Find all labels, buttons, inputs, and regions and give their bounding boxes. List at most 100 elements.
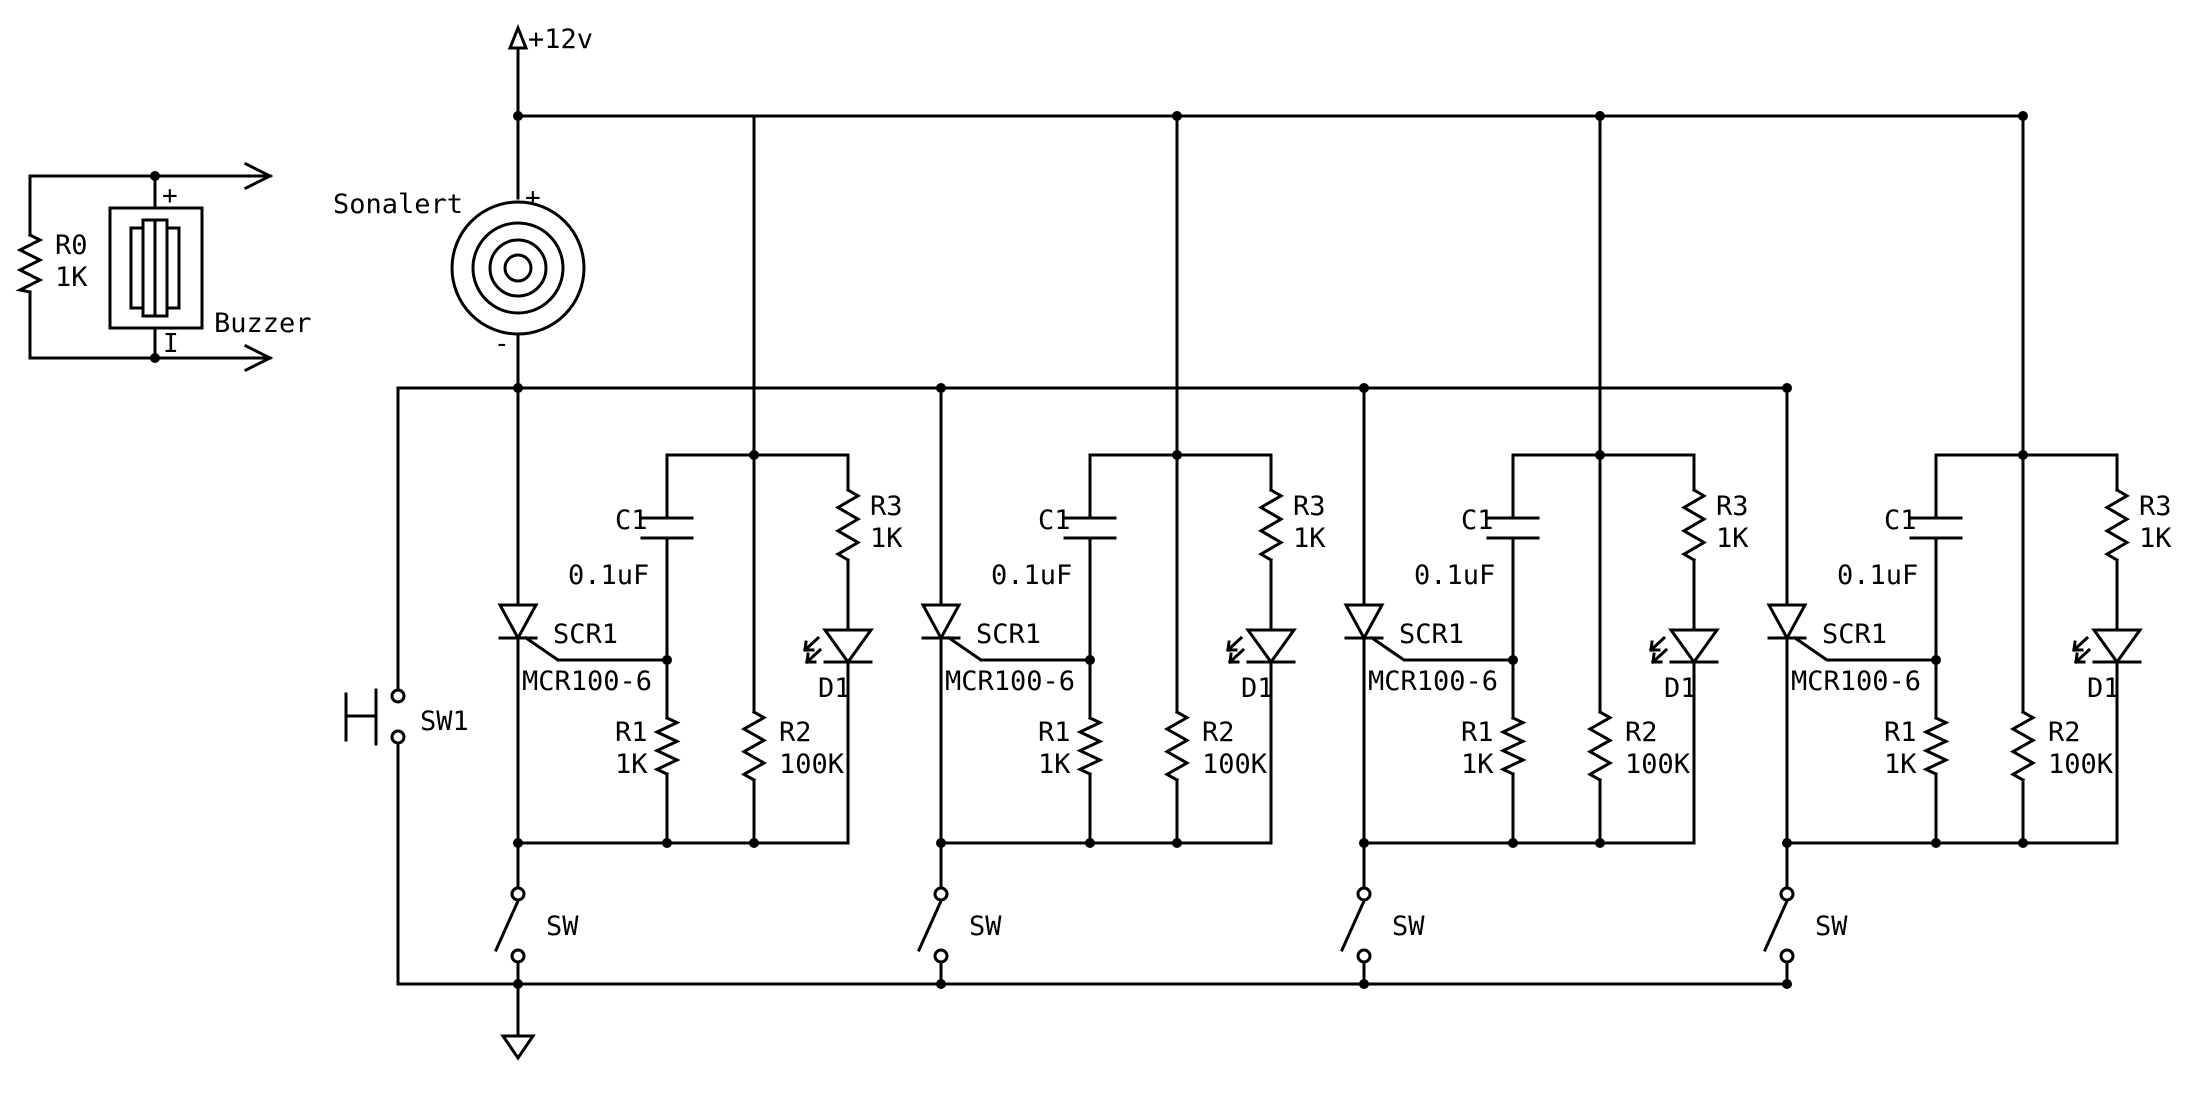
junction-dot — [2018, 838, 2028, 848]
led-name-label: D1 — [818, 673, 851, 704]
junction-dot — [1782, 979, 1792, 989]
r3-name-label: R3 — [1293, 491, 1326, 522]
ground-icon — [500, 1034, 536, 1061]
r1-name-label: R1 — [1884, 717, 1917, 748]
sw-name-label: SW — [1815, 911, 1848, 942]
resistor-icon — [2009, 709, 2037, 783]
pushbutton-icon — [344, 688, 378, 746]
junction-dot — [1359, 979, 1369, 989]
supply-label: +12v — [528, 24, 593, 55]
scr-part-label: MCR100-6 — [945, 666, 1075, 697]
resistor-icon — [15, 232, 44, 294]
c1-name-label: C1 — [1461, 505, 1494, 536]
scr-stages: SCR1MCR100-6C10.1uFR11KR2100KR31KD1SWSCR… — [494, 111, 2172, 989]
switch-terminal — [1356, 948, 1372, 964]
c1-name-label: C1 — [1884, 505, 1917, 536]
switch-terminal — [1779, 886, 1795, 902]
r2-name-label: R2 — [2048, 717, 2081, 748]
resistor-icon — [1163, 709, 1191, 783]
r2-name-label: R2 — [1202, 717, 1235, 748]
r2-name-label: R2 — [1625, 717, 1658, 748]
buzzer-label: Buzzer — [214, 308, 312, 339]
scr-icon — [1766, 603, 1808, 642]
led-name-label: D1 — [2087, 673, 2120, 704]
resistor-icon — [653, 716, 681, 776]
r2-name-label: R2 — [779, 717, 812, 748]
sonalert-label: Sonalert — [333, 189, 463, 220]
capacitor-icon — [1909, 516, 1963, 540]
resistor-icon — [740, 709, 768, 783]
scr-name-label: SCR1 — [976, 619, 1041, 650]
main-circuit: +12v Sonalert + - SW1 — [333, 23, 2024, 1061]
r3-value-label: 1K — [1716, 523, 1749, 554]
capacitor-icon — [1486, 516, 1540, 540]
switch-terminal — [1779, 948, 1795, 964]
r1-value-label: 1K — [1038, 749, 1071, 780]
r1-name-label: R1 — [615, 717, 648, 748]
scr-part-label: MCR100-6 — [1791, 666, 1921, 697]
junction-dot — [1085, 838, 1095, 848]
buzzer-minus-mark: I — [163, 329, 179, 359]
junction-dot — [1595, 111, 1605, 121]
r1-value-label: 1K — [1461, 749, 1494, 780]
sw-name-label: SW — [1392, 911, 1425, 942]
c1-value-label: 0.1uF — [568, 560, 649, 591]
capacitor-icon — [1063, 516, 1117, 540]
scr-icon — [497, 603, 539, 642]
wire — [523, 635, 669, 662]
wire — [946, 635, 1092, 662]
wire — [1792, 635, 1938, 662]
resistor-icon — [1076, 716, 1104, 776]
r3-name-label: R3 — [870, 491, 903, 522]
r3-value-label: 1K — [870, 523, 903, 554]
r2-value-label: 100K — [779, 749, 845, 780]
switch-terminal — [1356, 886, 1372, 902]
c1-value-label: 0.1uF — [1837, 560, 1918, 591]
resistor-icon — [1681, 487, 1707, 563]
switch-icon — [917, 899, 943, 952]
c1-value-label: 0.1uF — [991, 560, 1072, 591]
resistor-icon — [1586, 709, 1614, 783]
junction-dot — [749, 838, 759, 848]
resistor-icon — [1922, 716, 1950, 776]
scr-name-label: SCR1 — [1822, 619, 1887, 650]
junction-dot — [1782, 383, 1792, 393]
r2-value-label: 100K — [1625, 749, 1691, 780]
junction-dot — [1931, 838, 1941, 848]
buzzer-inset: R0 1K + I Buzzer — [15, 161, 312, 373]
r2-value-label: 100K — [2048, 749, 2114, 780]
r3-value-label: 1K — [2139, 523, 2172, 554]
r3-name-label: R3 — [1716, 491, 1749, 522]
junction-dot — [1172, 111, 1182, 121]
scr-part-label: MCR100-6 — [522, 666, 652, 697]
led-name-label: D1 — [1664, 673, 1697, 704]
resistor-icon — [1499, 716, 1527, 776]
r1-value-label: 1K — [615, 749, 648, 780]
supply-arrow-icon — [507, 23, 529, 117]
scr-icon — [1343, 603, 1385, 642]
switch-terminal — [510, 948, 526, 964]
scr-icon — [920, 603, 962, 642]
sonalert-plus-mark: + — [525, 183, 541, 213]
led-icon — [1225, 628, 1297, 665]
r1-name-label: R1 — [1461, 717, 1494, 748]
switch-icon — [494, 899, 520, 952]
r3-name-label: R3 — [2139, 491, 2172, 522]
switch-icon — [1340, 899, 1366, 952]
sw-name-label: SW — [969, 911, 1002, 942]
led-icon — [2071, 628, 2143, 665]
wire — [1369, 635, 1515, 662]
switch-terminal — [933, 886, 949, 902]
capacitor-icon — [640, 516, 694, 540]
scr-name-label: SCR1 — [553, 619, 618, 650]
r1-name-label: R1 — [1038, 717, 1071, 748]
junction-dot — [1508, 838, 1518, 848]
switch-icon — [1763, 899, 1789, 952]
switch-terminal — [933, 948, 949, 964]
sw-name-label: SW — [546, 911, 579, 942]
switch-terminal — [510, 886, 526, 902]
